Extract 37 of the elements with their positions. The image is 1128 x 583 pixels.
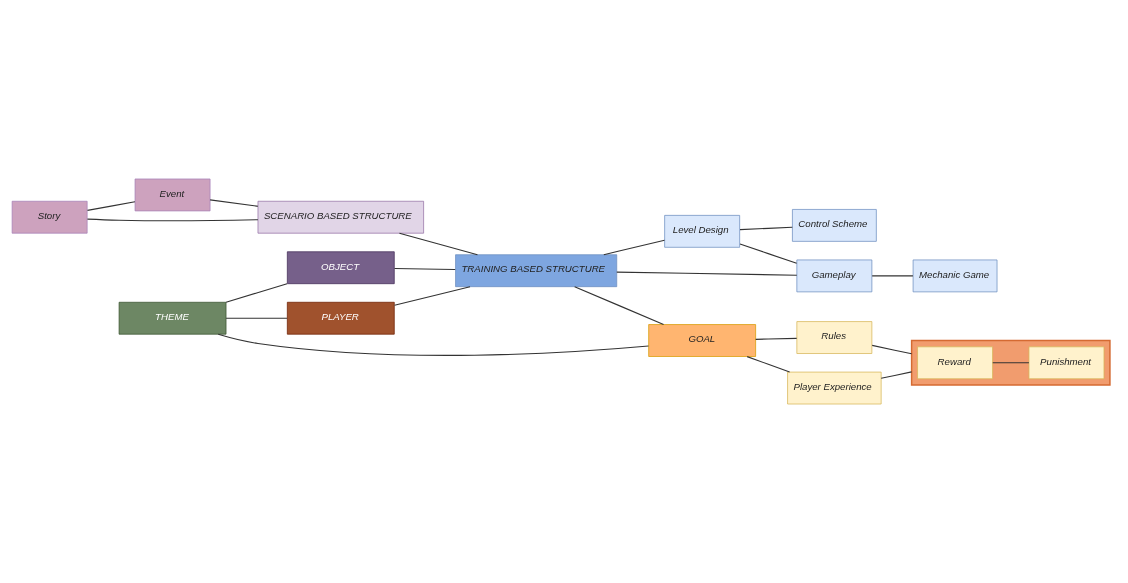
node-box: TRAINING BASED STRUCTURE [455,254,618,288]
connector [217,333,650,356]
node-box: THEME [118,301,227,335]
connector [871,344,913,355]
connector [225,283,288,303]
node-box: Level Design [664,215,741,248]
connector [393,286,471,306]
node-box: Reward [917,346,993,380]
connector [755,337,798,340]
node-box: Rules [796,321,873,354]
node-box: Gameplay [796,259,873,293]
connector [574,286,665,325]
connector [739,226,793,231]
connector [739,243,798,264]
cluster [910,339,1111,386]
connector [225,317,288,319]
node-box: OBJECT [286,251,395,285]
node-box: GOAL [648,324,756,357]
connector [603,239,666,256]
node-box: Mechanic Game [912,259,998,293]
node-box: Player Experience [787,371,882,405]
connector [393,268,456,271]
connector [992,362,1030,364]
connector [209,199,259,207]
connector [86,201,136,211]
node-box: Punishment [1028,346,1105,380]
node-box: PLAYER [286,301,395,335]
node-box: Event [134,178,211,212]
connector [86,218,259,222]
connector [398,232,479,256]
connector [880,371,913,379]
connector [746,356,791,373]
connector [616,271,798,276]
node-box: SCENARIO BASED STRUCTURE [257,200,424,234]
node-box: Control Scheme [792,209,877,242]
node-box: Story [11,200,88,234]
connector [871,275,914,277]
